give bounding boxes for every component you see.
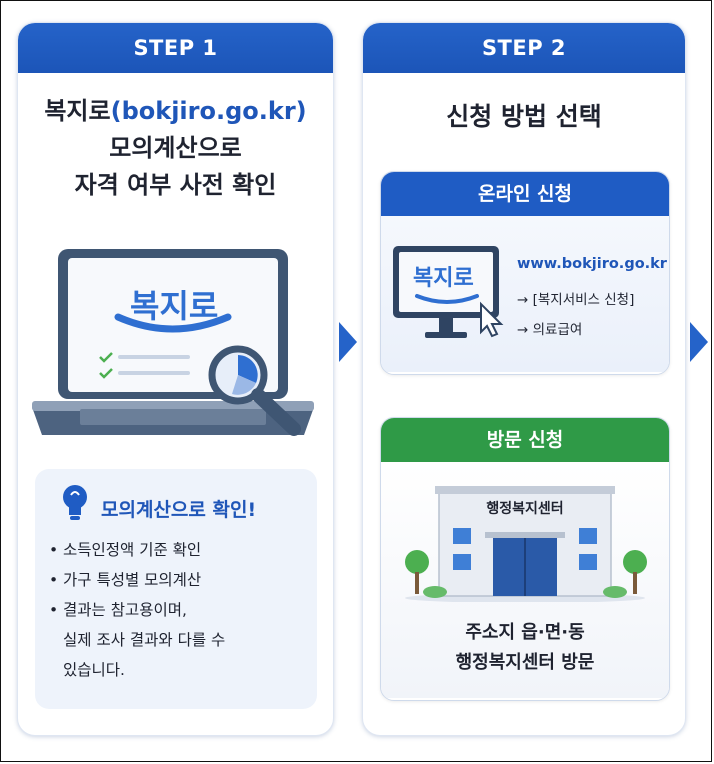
tip-box: 모의계산으로 확인! •소득인정액 기준 확인 •가구 특성별 모의계산 •결과…	[35, 469, 317, 709]
step1-card: STEP 1 복지로(bokjiro.go.kr) 모의계산으로 자격 여부 사…	[17, 22, 334, 736]
bullet-item-continued: 있습니다.	[63, 661, 125, 679]
path-step-1: → [복지서비스 신청]	[517, 292, 635, 308]
visit-apply-card: 방문 신청 행정복지센터 주소지 읍·면·동	[380, 417, 670, 701]
step2-header: STEP 2	[363, 23, 685, 73]
monitor-logo-text: 복지로	[413, 266, 474, 291]
title-bokjiro: 복지로	[44, 97, 111, 125]
step1-title-line1: 복지로(bokjiro.go.kr)	[18, 93, 333, 130]
step1-title: 복지로(bokjiro.go.kr) 모의계산으로 자격 여부 사전 확인	[18, 93, 333, 204]
building-sign: 행정복지센터	[486, 501, 564, 517]
visit-body: 행정복지센터 주소지 읍·면·동 행정복지센터 방문	[381, 462, 669, 698]
step2-card: STEP 2 신청 방법 선택 온라인 신청 복지로 www.bokjiro.g…	[362, 22, 686, 736]
bullet-item: •결과는 참고용이며,	[49, 601, 187, 619]
tip-title: 모의계산으로 확인!	[101, 499, 257, 521]
visit-line-1: 주소지 읍·면·동	[465, 622, 585, 643]
online-header: 온라인 신청	[381, 172, 669, 216]
building-illustration	[405, 486, 647, 602]
bokjiro-url: www.bokjiro.go.kr	[517, 256, 667, 272]
step2-title: 신청 방법 선택	[446, 102, 602, 131]
title-url: (bokjiro.go.kr)	[110, 97, 307, 125]
online-apply-card: 온라인 신청 복지로 www.bokjiro.go.kr → [복지서비스 신청…	[380, 171, 670, 375]
step1-title-line3: 자격 여부 사전 확인	[74, 171, 277, 199]
laptop-logo-text: 복지로	[130, 287, 219, 325]
step1-header: STEP 1	[18, 23, 333, 73]
bullet-item: •가구 특성별 모의계산	[49, 571, 202, 589]
laptop-illustration	[32, 249, 314, 436]
visit-header: 방문 신청	[381, 418, 669, 462]
step1-title-line2: 모의계산으로	[109, 134, 242, 162]
lightbulb-icon	[63, 485, 87, 520]
online-body: 복지로 www.bokjiro.go.kr → [복지서비스 신청] → 의료급…	[381, 216, 669, 372]
visit-line-2: 행정복지센터 방문	[455, 652, 595, 673]
path-step-2: → 의료급여	[517, 322, 583, 338]
bullet-item-continued: 실제 조사 결과와 다를 수	[63, 631, 226, 649]
monitor-illustration	[393, 246, 504, 338]
arrow-right-icon	[690, 322, 708, 362]
bullet-item: •소득인정액 기준 확인	[49, 541, 202, 559]
arrow-right-icon	[339, 322, 357, 362]
